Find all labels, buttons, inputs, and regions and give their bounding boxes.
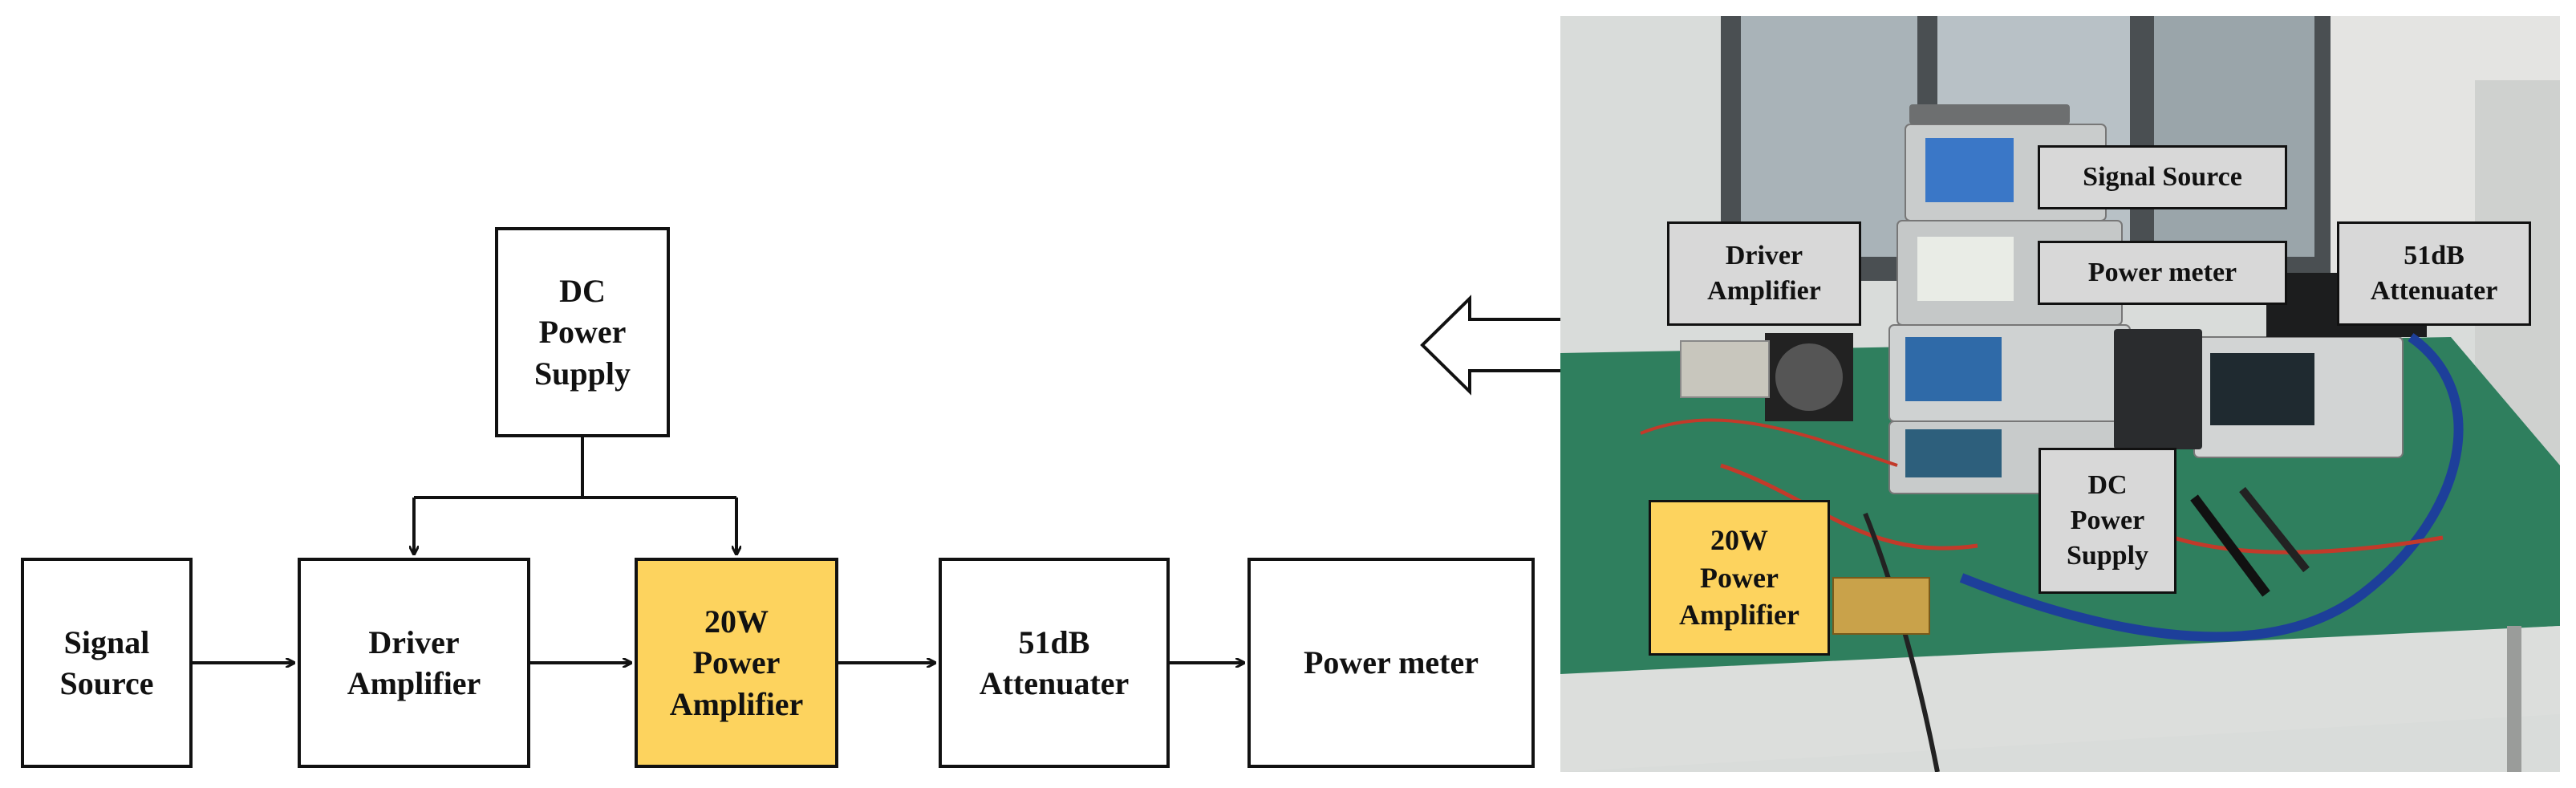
power-amplifier-block: 20W Power Amplifier <box>635 558 838 768</box>
photo-label-attenuator: 51dB Attenuater <box>2337 221 2531 326</box>
photo-label-dc-power-supply: DC Power Supply <box>2038 448 2176 594</box>
photo-label-attenuator-text: 51dB Attenuater <box>2370 240 2498 306</box>
test-bench-illustration <box>1560 16 2560 772</box>
signal-source-block: Signal Source <box>21 558 193 768</box>
attenuator-block: 51dB Attenuater <box>939 558 1170 768</box>
photo-label-power-amplifier-text: 20W Power Amplifier <box>1679 523 1799 632</box>
dc-supply-feed-lines <box>414 437 736 554</box>
connection-lines <box>193 294 1560 788</box>
power-meter-block: Power meter <box>1247 558 1535 768</box>
driver-amplifier-block: Driver Amplifier <box>298 558 530 768</box>
dc-power-supply-block: DC Power Supply <box>495 227 670 437</box>
power-amplifier-label: 20W Power Amplifier <box>669 603 804 722</box>
photo-label-power-amplifier: 20W Power Amplifier <box>1649 500 1830 656</box>
photo-label-power-meter-text: Power meter <box>2087 257 2237 287</box>
test-bench-photo: Signal Source Power meter Driver Amplifi… <box>1560 16 2560 772</box>
photo-label-signal-source: Signal Source <box>2038 145 2287 209</box>
photo-label-driver-amplifier-text: Driver Amplifier <box>1707 240 1821 306</box>
driver-amplifier-label: Driver Amplifier <box>347 623 481 701</box>
power-meter-label: Power meter <box>1303 644 1479 681</box>
photo-label-dc-power-supply-text: DC Power Supply <box>2066 469 2149 571</box>
reference-arrow-icon <box>1420 294 1560 396</box>
dc-power-supply-label: DC Power Supply <box>533 273 631 392</box>
photo-label-power-meter: Power meter <box>2038 241 2287 305</box>
photo-label-driver-amplifier: Driver Amplifier <box>1667 221 1861 326</box>
photo-label-signal-source-text: Signal Source <box>2083 161 2242 192</box>
attenuator-label: 51dB Attenuater <box>979 623 1130 701</box>
signal-source-label: Signal Source <box>59 623 154 701</box>
